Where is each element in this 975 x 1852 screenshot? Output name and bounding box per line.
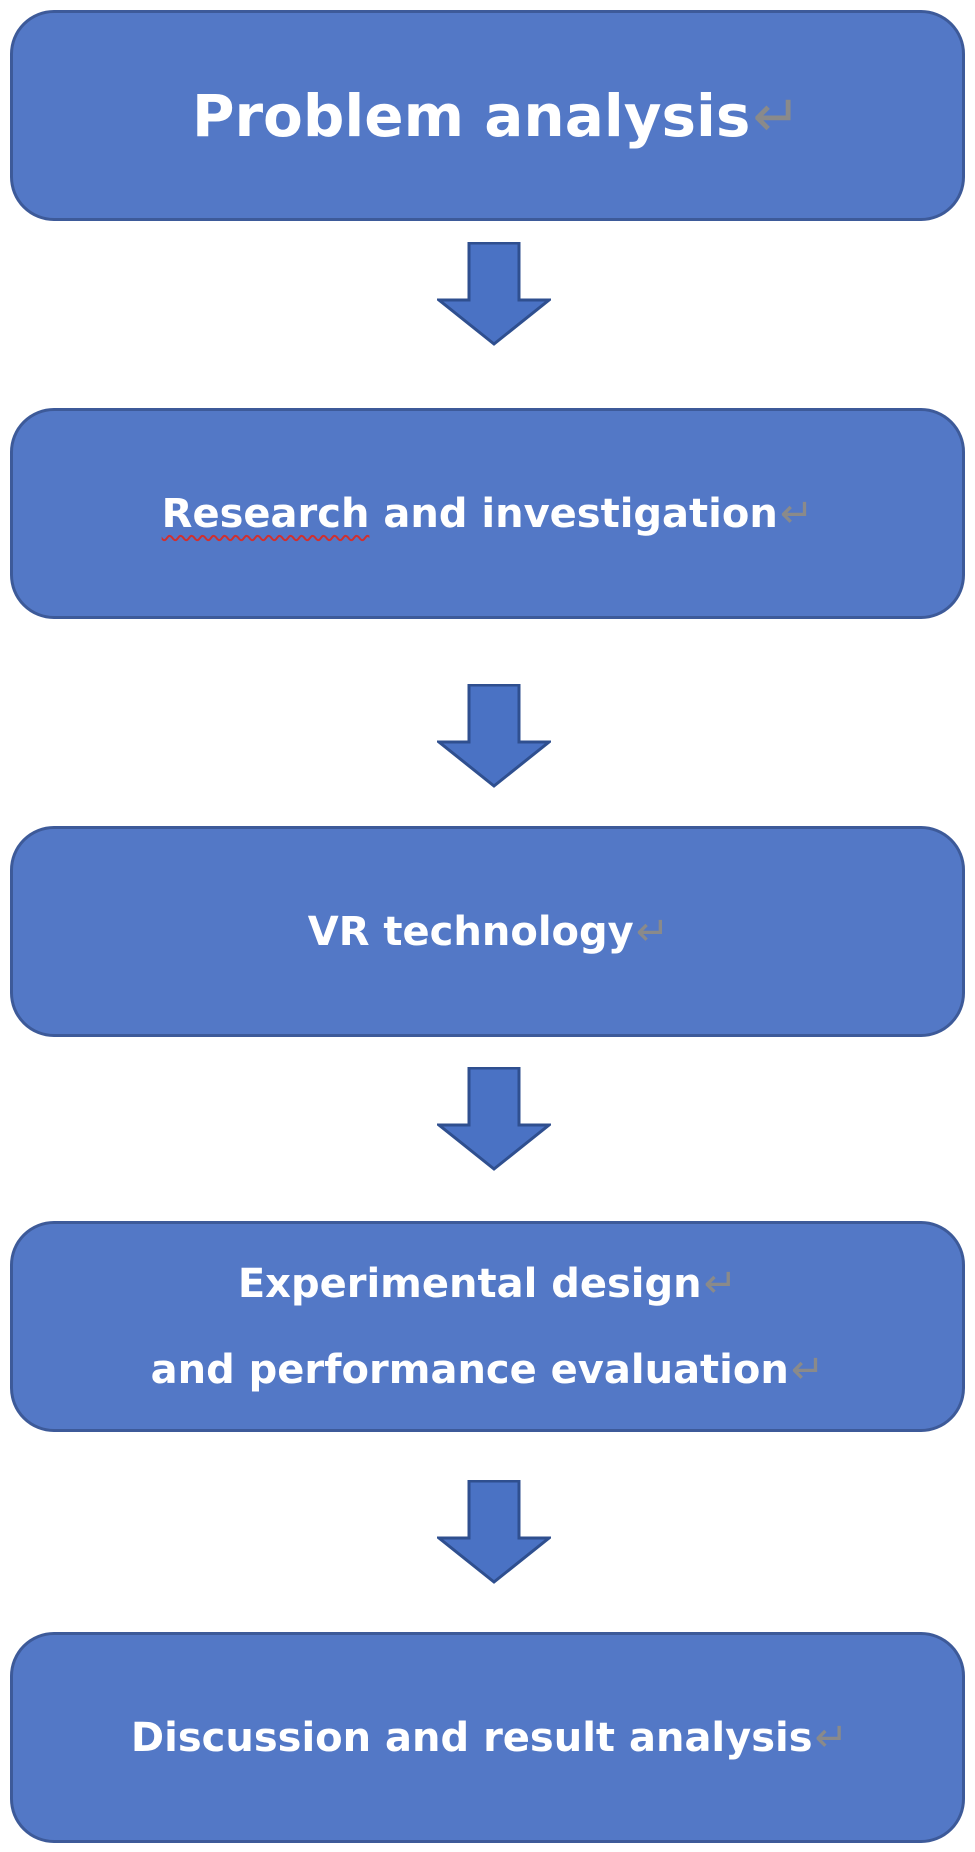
- paragraph-mark-icon: ↵: [752, 81, 802, 150]
- step-label: Discussion and result analysis↵: [130, 1714, 849, 1761]
- paragraph-mark-icon: ↵: [779, 490, 814, 537]
- step-label: Problem analysis↵: [191, 81, 802, 150]
- paragraph-mark-icon: ↵: [814, 1714, 849, 1761]
- paragraph-mark-icon: ↵: [790, 1346, 825, 1393]
- paragraph-mark-icon: ↵: [635, 908, 670, 955]
- step-label: Research and investigation↵: [161, 490, 814, 537]
- down-arrow-icon: [437, 684, 551, 788]
- step-label: VR technology↵: [307, 908, 670, 955]
- step-experimental-design: Experimental design↵ and performance eva…: [10, 1221, 965, 1432]
- paragraph-mark-icon: ↵: [703, 1260, 738, 1307]
- step-vr-technology: VR technology↵: [10, 826, 965, 1037]
- step-discussion-and-result-analysis: Discussion and result analysis↵: [10, 1632, 965, 1843]
- step-label-line-1: Experimental design↵: [237, 1260, 738, 1307]
- step-problem-analysis: Problem analysis↵: [10, 10, 965, 221]
- step-research-and-investigation: Research and investigation↵: [10, 408, 965, 619]
- down-arrow-icon: [437, 1067, 551, 1171]
- spellcheck-word: Research: [161, 490, 370, 537]
- down-arrow-icon: [437, 1480, 551, 1584]
- step-label-line-2: and performance evaluation↵: [150, 1346, 825, 1393]
- down-arrow-icon: [437, 242, 551, 346]
